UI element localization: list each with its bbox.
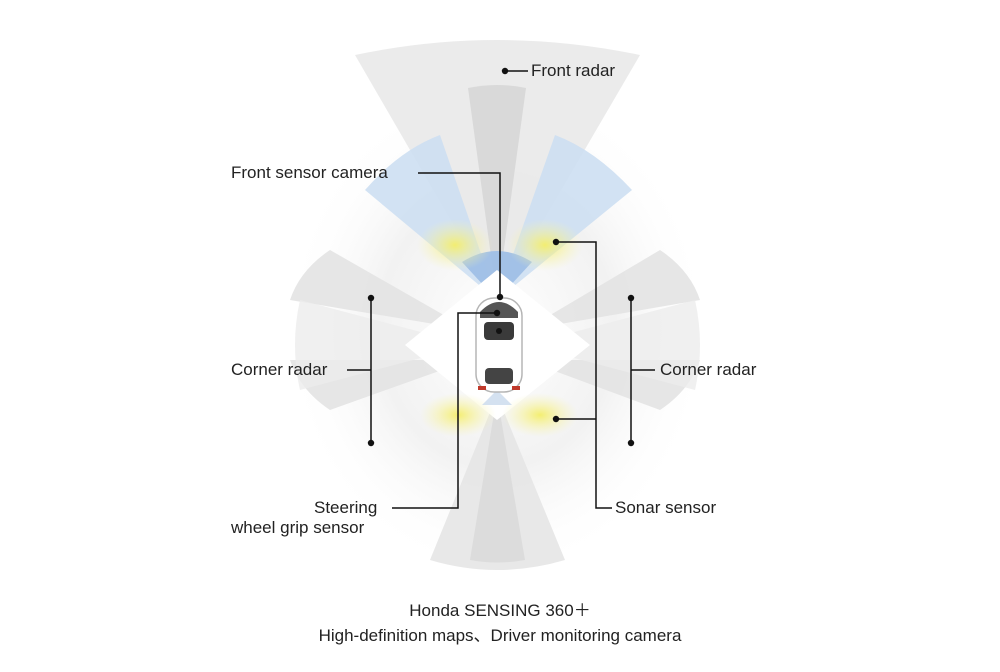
leader-lines [347,70,655,509]
label-corner-radar-right: Corner radar [660,360,757,379]
corner-radar-fan-right-mid [525,300,700,390]
rear-camera-core [482,390,512,405]
label-sonar-sensor: Sonar sensor [615,498,717,517]
label-steering-line2: wheel grip sensor [231,518,365,537]
label-front-radar: Front radar [531,61,616,80]
label-front-sensor-camera: Front sensor camera [231,163,388,182]
label-corner-radar-left: Corner radar [231,360,328,379]
front-radar-beam [468,85,526,300]
corner-radar-fan-left-mid [295,300,470,390]
caption-title: Honda SENSING 360＋ [409,601,591,620]
front-sonar-glow-right [507,219,583,271]
front-sonar-glow-left [417,219,493,271]
leader-front-camera [418,172,501,296]
corner-radar-fan-right-front [525,250,700,330]
leader-steering [392,312,496,509]
rear-sonar-glow-right [502,393,578,437]
car-top-view [475,297,523,393]
caption-subtitle: High-definition maps、Driver monitoring c… [318,626,682,645]
leader-dots [367,67,635,447]
label-steering-line1: Steering [314,498,378,517]
rear-radar-beam [470,395,525,563]
leader-sonar [556,241,612,509]
corner-radar-fan-left-front [290,250,470,330]
